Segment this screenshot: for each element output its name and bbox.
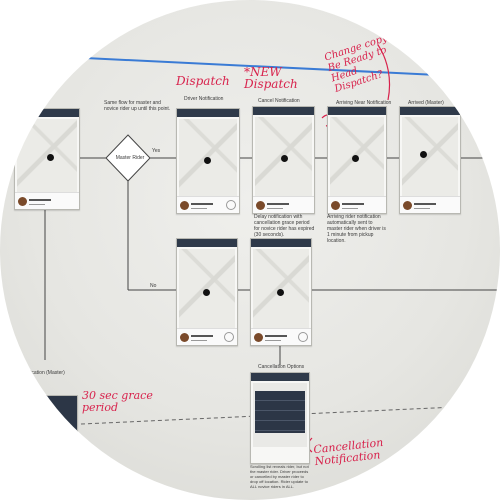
grace-period-annotation: 30 sec grace period: [82, 389, 153, 414]
phone-arrived: [399, 106, 461, 214]
arriving-near-title: Arriving Near Notification: [336, 100, 392, 106]
new-dispatch-annotation: *NEW Dispatch: [244, 65, 298, 91]
from-annotation: from: [468, 58, 495, 71]
rider-location-dot: [420, 151, 427, 158]
phone-cancellation-options: [250, 372, 310, 464]
red-arrow-stroke: [377, 44, 391, 101]
same-flow-note: Same flow for master and novice rider up…: [104, 100, 171, 112]
phone-driver-notification: [176, 108, 240, 214]
rider-location-dot: [277, 289, 284, 296]
rider-location-dot: [47, 154, 54, 161]
decision-label: Master Rider: [115, 155, 145, 161]
yes-label: Yes: [152, 148, 161, 154]
phone-no-path-1: [176, 238, 238, 346]
dispatch-annotation: Dispatch: [176, 74, 230, 88]
bottom-note: Scrolling list reveals rider, but not th…: [250, 464, 309, 489]
driver-avatar: [256, 201, 265, 210]
arrived-title: Arrived (Master): [408, 100, 444, 106]
driver-avatar: [254, 333, 263, 342]
driver-card: [15, 192, 79, 209]
rider-location-dot: [203, 289, 210, 296]
phone-header-bar: [15, 109, 79, 117]
delay-notification-note: Delay notification with cancellation gra…: [254, 214, 315, 238]
cancellation-options-list: [255, 391, 305, 433]
phone-cancel-notification: [252, 106, 315, 214]
phone-arriving-near: [327, 106, 387, 214]
cancel-notification-title: Cancel Notification: [258, 98, 300, 104]
phone-screen-start: [14, 108, 80, 210]
driver-avatar: [180, 333, 189, 342]
driver-avatar: [18, 197, 27, 206]
driver-name-line: [29, 199, 51, 201]
cancel-circle-icon: [224, 332, 234, 342]
driver-avatar: [403, 201, 412, 210]
blue-top-rule: [84, 57, 500, 79]
cancel-circle-icon: [226, 200, 236, 210]
phone-notification-master: [42, 395, 78, 437]
rider-location-dot: [281, 155, 288, 162]
no-label: No: [150, 283, 157, 289]
cancel-circle-icon: [298, 332, 308, 342]
driver-notification-title: Driver Notification: [184, 96, 224, 102]
arriving-rider-note: Arriving rider notification automaticall…: [327, 214, 386, 244]
rider-location-dot: [352, 155, 359, 162]
cancellation-options-title: Cancellation Options: [258, 364, 305, 370]
rider-location-dot: [204, 157, 211, 164]
driver-avatar: [331, 201, 340, 210]
notification-master-title: Notification (Master): [20, 370, 65, 376]
driver-avatar: [180, 201, 189, 210]
phone-no-path-2: [250, 238, 312, 346]
